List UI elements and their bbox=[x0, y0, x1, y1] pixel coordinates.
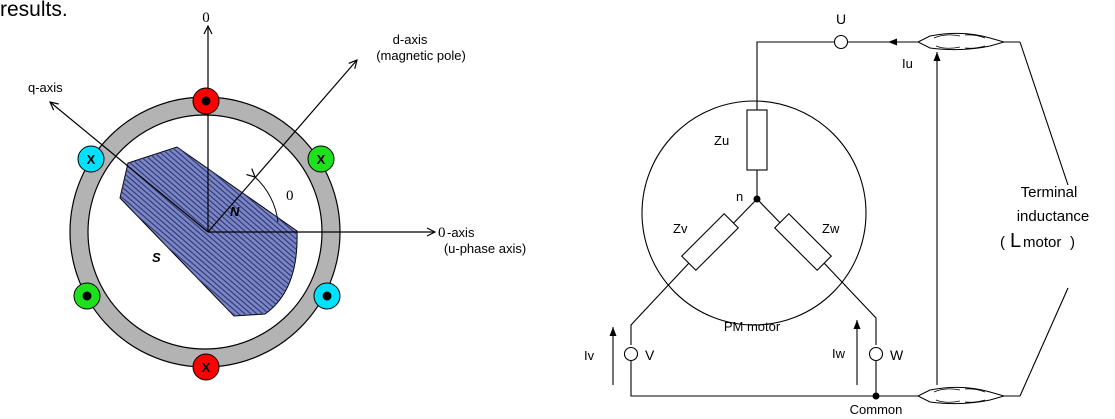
coil-w-bottom-right bbox=[313, 282, 341, 310]
coil-marker-x: X bbox=[317, 152, 326, 167]
terminal-inductance-line1: Terminal bbox=[1021, 184, 1078, 201]
q-axis-arrow bbox=[50, 102, 209, 233]
wire-u bbox=[756, 41, 834, 150]
terminal-v-node bbox=[623, 346, 639, 362]
u-phase-axis-label: (u-phase axis) bbox=[444, 241, 526, 256]
rotor-stripe bbox=[120, 147, 298, 316]
rotor-stripe bbox=[120, 147, 277, 316]
coil-v-bottom-left bbox=[73, 282, 101, 310]
current-u-label: Iu bbox=[902, 56, 913, 71]
theta-axis-suffix: -axis bbox=[447, 225, 475, 240]
theta-top-label: 0 bbox=[202, 10, 210, 26]
d-axis-arrow bbox=[207, 60, 357, 233]
current-w-label: Iw bbox=[832, 346, 846, 361]
rotor-stripe bbox=[120, 147, 283, 316]
rotor-stripe bbox=[308, 130, 528, 320]
lead-line-bottom bbox=[1019, 287, 1069, 397]
wire-w bbox=[823, 262, 877, 345]
d-axis-sublabel: (magnetic pole) bbox=[376, 48, 466, 63]
theta-angle-label: 0 bbox=[286, 188, 294, 204]
impedance-w-label: Zw bbox=[822, 221, 840, 236]
terminal-inductance-line2: inductance bbox=[1017, 208, 1090, 225]
paren-open: ( bbox=[1000, 234, 1005, 251]
paren-close: ) bbox=[1070, 234, 1075, 251]
terminal-u-node bbox=[833, 34, 849, 50]
rotor-stripe bbox=[120, 147, 289, 316]
rotor-stripe bbox=[127, 147, 298, 316]
rotor-stripe bbox=[157, 147, 298, 316]
impedance-u-box bbox=[746, 109, 768, 171]
coil-u-top bbox=[192, 87, 220, 115]
impedance-v-box bbox=[680, 212, 740, 272]
theta-arc bbox=[255, 177, 279, 223]
impedance-u-label: Zu bbox=[714, 133, 729, 148]
rotor-stripe bbox=[120, 147, 259, 316]
coil-v-top-right: X bbox=[307, 145, 335, 173]
pole-n-label: N bbox=[230, 204, 240, 219]
rotor-stripe bbox=[120, 147, 298, 316]
lead-line-top bbox=[1019, 41, 1069, 186]
impedance-v-label: Zv bbox=[673, 221, 688, 236]
probe-clip-top bbox=[916, 32, 1020, 51]
rotor-stripe bbox=[120, 147, 265, 316]
rotor-stripe bbox=[120, 147, 271, 316]
terminal-u-label: U bbox=[836, 11, 846, 27]
rotor-stripe bbox=[139, 147, 298, 316]
rotor-stripe bbox=[120, 147, 295, 316]
terminal-w-label: W bbox=[890, 347, 904, 363]
l-subscript: motor bbox=[1023, 234, 1061, 251]
coil-w-top-left: X bbox=[77, 145, 105, 173]
theta-axis-label: 0 bbox=[438, 225, 446, 241]
l-symbol: L bbox=[1010, 230, 1021, 252]
rotor-stripe bbox=[121, 147, 298, 316]
rotor-stripe bbox=[133, 147, 298, 316]
coil-u-bottom: X bbox=[192, 353, 220, 381]
current-v-label: Iv bbox=[584, 348, 595, 363]
rotor-stripe bbox=[320, 130, 540, 320]
rotor-stator-diagram: X X X 0 d-axis (magnetic pole) q-axis 0 … bbox=[28, 10, 546, 381]
wire-v-common bbox=[630, 361, 876, 397]
probe-clip-bottom bbox=[916, 386, 1020, 405]
heading-fragment: results. bbox=[0, 0, 68, 21]
wire-v bbox=[630, 262, 690, 345]
coil-marker-x: X bbox=[87, 152, 96, 167]
d-axis-label: d-axis bbox=[393, 32, 428, 47]
rotor-stripe bbox=[145, 147, 298, 316]
coil-marker-x: X bbox=[202, 360, 211, 375]
rotor-stripe bbox=[151, 147, 298, 316]
rotor-stripe bbox=[326, 130, 546, 320]
pole-s-label: S bbox=[152, 250, 161, 265]
terminal-w-node bbox=[868, 346, 884, 362]
motor-outline bbox=[641, 100, 867, 326]
neutral-label: n bbox=[736, 189, 743, 204]
rotor-stripe bbox=[314, 130, 534, 320]
motor-label: PM motor bbox=[724, 319, 781, 334]
q-axis-label: q-axis bbox=[28, 80, 63, 95]
terminal-v-label: V bbox=[645, 347, 655, 363]
common-label: Common bbox=[850, 402, 903, 417]
pm-motor-circuit: U Iu Zu n Zv Zw PM motor Iv V Iw W Commo… bbox=[584, 11, 1089, 417]
